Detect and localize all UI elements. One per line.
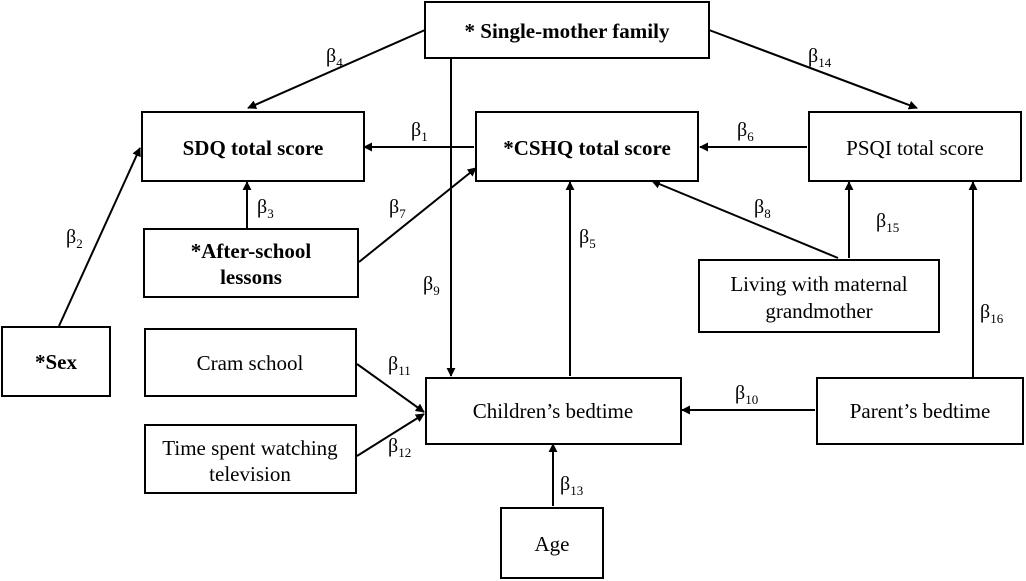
node-sex-label: *Sex <box>35 350 78 374</box>
label-b6: β6 <box>737 119 754 144</box>
node-time-watching-television-line2: television <box>209 462 291 486</box>
label-b11: β11 <box>388 353 411 378</box>
label-b4: β4 <box>326 45 343 70</box>
path-labels: β4 β14 β1 β6 β3 β7 β8 β15 β2 β5 β9 β16 β… <box>66 45 1004 498</box>
node-living-with-maternal-grandmother: Living with maternal grandmother <box>698 259 940 333</box>
node-age-label: Age <box>535 532 570 556</box>
label-b12: β12 <box>388 435 411 460</box>
node-psqi-total-score-label: PSQI total score <box>846 136 984 160</box>
node-parents-bedtime-label: Parent’s bedtime <box>850 399 991 423</box>
node-cram-school-label: Cram school <box>197 351 304 375</box>
node-after-school-lessons: *After-school lessons <box>143 228 359 298</box>
label-b15: β15 <box>876 210 899 235</box>
node-age: Age <box>500 507 604 579</box>
node-sdq-total-score: SDQ total score <box>141 111 365 182</box>
edge-b14-single-mother-to-psqi <box>708 29 918 110</box>
edge-b12-tv-to-children-bedtime <box>356 413 425 457</box>
edge-b2-sex-to-sdq <box>58 147 141 327</box>
node-single-mother-family-label: * Single-mother family <box>465 19 670 43</box>
node-time-watching-television: Time spent watching television <box>144 424 357 494</box>
label-b13: β13 <box>560 473 583 498</box>
label-b2: β2 <box>66 226 83 251</box>
edge-b7-after-school-to-cshq <box>358 167 477 263</box>
label-b5: β5 <box>579 226 596 251</box>
node-living-with-maternal-grandmother-line2: grandmother <box>765 299 872 323</box>
node-childrens-bedtime-label: Children’s bedtime <box>473 399 633 423</box>
node-time-watching-television-line1: Time spent watching <box>162 436 338 460</box>
label-b7: β7 <box>389 196 406 221</box>
node-cram-school: Cram school <box>144 328 357 397</box>
label-b14: β14 <box>808 45 832 70</box>
node-parents-bedtime: Parent’s bedtime <box>816 377 1024 445</box>
node-psqi-total-score: PSQI total score <box>808 111 1022 182</box>
node-sdq-total-score-label: SDQ total score <box>183 136 324 160</box>
label-b16: β16 <box>980 301 1004 326</box>
label-b10: β10 <box>735 382 758 407</box>
edge-b8-living-grandmother-to-cshq <box>651 179 839 259</box>
label-b3: β3 <box>257 196 274 221</box>
edge-b4-single-mother-to-sdq <box>247 29 426 109</box>
node-single-mother-family: * Single-mother family <box>424 1 710 59</box>
node-childrens-bedtime: Children’s bedtime <box>425 377 682 445</box>
node-cshq-total-score-label: *CSHQ total score <box>503 136 671 160</box>
edge-b11-cram-school-to-children-bedtime <box>356 363 425 413</box>
node-living-with-maternal-grandmother-line1: Living with maternal <box>730 272 907 296</box>
node-after-school-lessons-line2: lessons <box>220 265 282 289</box>
label-b1: β1 <box>411 119 428 144</box>
node-after-school-lessons-line1: *After-school <box>191 239 312 263</box>
node-cshq-total-score: *CSHQ total score <box>475 111 699 182</box>
edges <box>58 29 978 506</box>
node-sex: *Sex <box>1 326 111 397</box>
label-b8: β8 <box>754 196 771 221</box>
label-b9: β9 <box>423 273 440 298</box>
